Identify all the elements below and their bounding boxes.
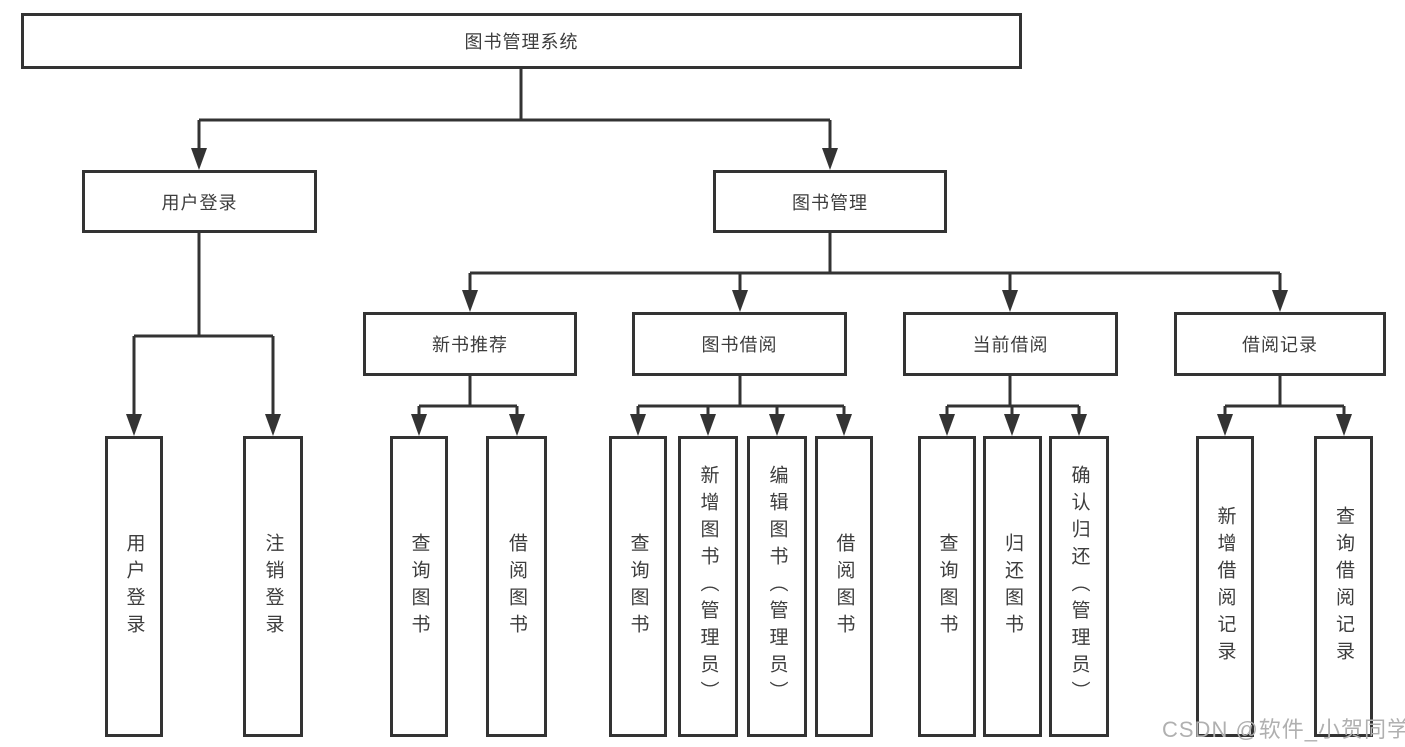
leaf-borrow-books-recommend: 借阅图书	[486, 436, 547, 737]
leaf-add-book-admin: 新增图书（管理员）	[678, 436, 738, 737]
leaf-edit-book-admin: 编辑图书（管理员）	[747, 436, 807, 737]
leaf-user-login: 用户登录	[105, 436, 163, 737]
node-library-management-system: 图书管理系统	[21, 13, 1022, 69]
leaf-return-book: 归还图书	[983, 436, 1042, 737]
node-book-management: 图书管理	[713, 170, 947, 233]
leaf-query-books-current: 查询图书	[918, 436, 976, 737]
leaf-query-borrow-record: 查询借阅记录	[1314, 436, 1373, 737]
node-borrowing-records: 借阅记录	[1174, 312, 1386, 376]
node-new-book-recommendation: 新书推荐	[363, 312, 577, 376]
leaf-query-books-borrowing: 查询图书	[609, 436, 667, 737]
leaf-add-borrow-record: 新增借阅记录	[1196, 436, 1254, 737]
node-user-login: 用户登录	[82, 170, 317, 233]
leaf-borrow-books-borrowing: 借阅图书	[815, 436, 873, 737]
node-current-borrowing: 当前借阅	[903, 312, 1118, 376]
leaf-confirm-return-admin: 确认归还（管理员）	[1049, 436, 1109, 737]
leaf-logout-login: 注销登录	[243, 436, 303, 737]
csdn-watermark: CSDN @软件_小贺同学	[1162, 717, 1405, 742]
leaf-query-books-recommend: 查询图书	[390, 436, 448, 737]
node-book-borrowing: 图书借阅	[632, 312, 847, 376]
